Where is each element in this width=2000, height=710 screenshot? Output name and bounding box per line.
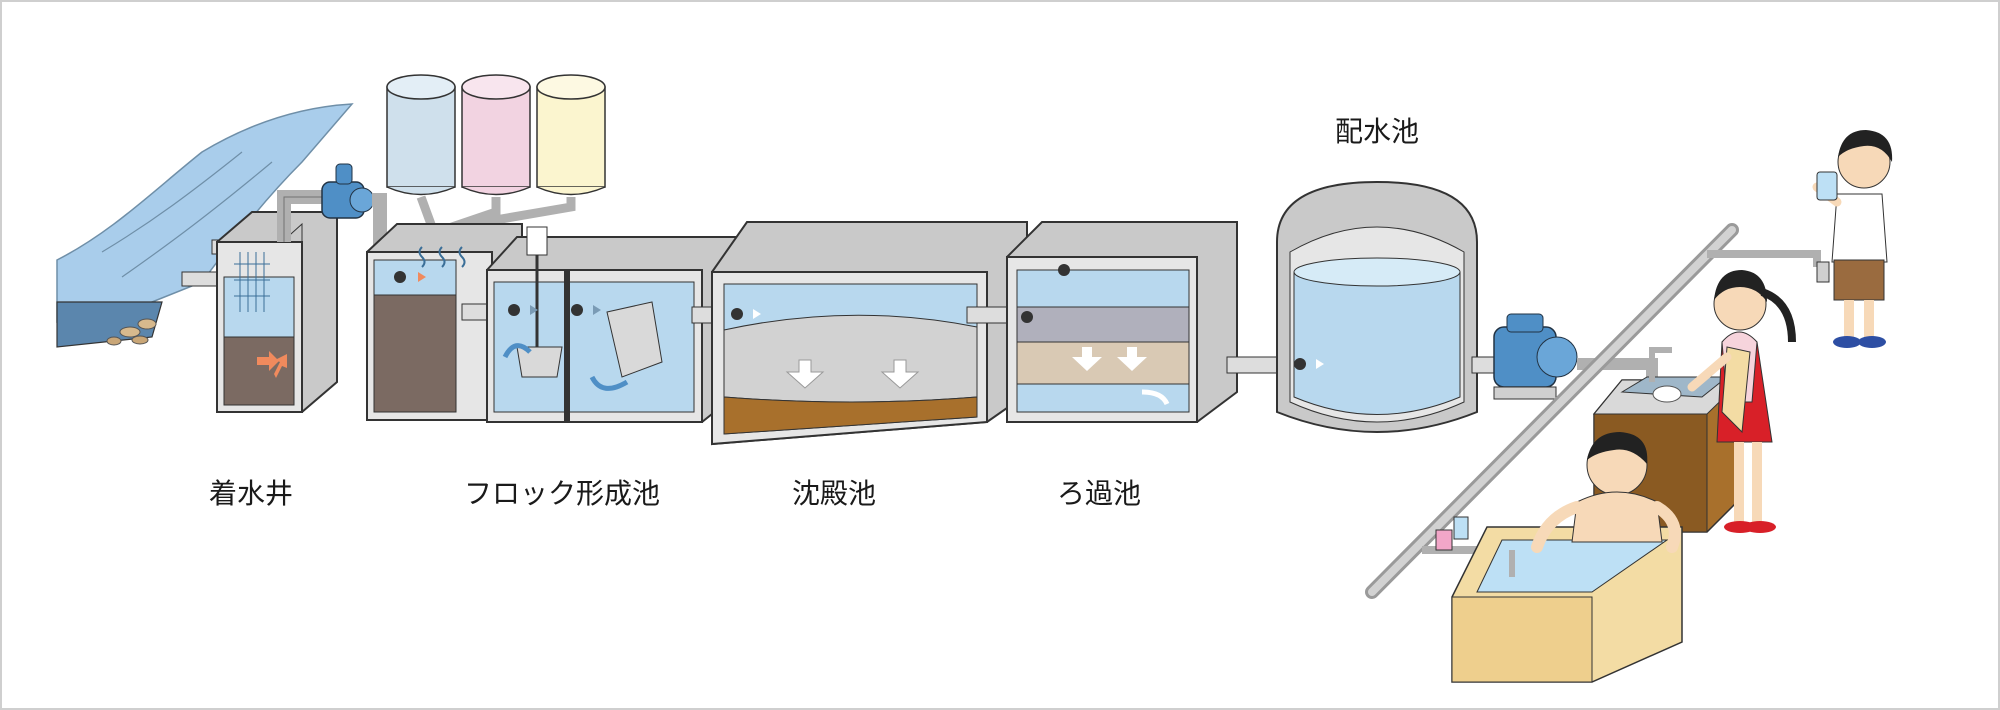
label-distribution-reservoir: 配水池 (1335, 115, 1420, 148)
label-receiving-well: 着水井 (209, 477, 294, 510)
sedimentation-tank-structure (711, 221, 1028, 446)
boy-drinking-water (1812, 130, 1893, 348)
label-filtration-tank: ろ過池 (1057, 477, 1142, 510)
bathtub-with-man (1435, 432, 1683, 683)
girl-washing-dishes (1687, 270, 1796, 533)
chemical-tanks (386, 74, 606, 247)
mixing-basin (366, 223, 523, 421)
floc-tank-structure (461, 226, 738, 423)
label-sedimentation-tank: 沈殿池 (792, 477, 877, 510)
label-floc-tank: フロック形成池 (464, 477, 661, 510)
filtration-tank-structure (1006, 221, 1238, 423)
distribution-reservoir-structure (1276, 180, 1478, 433)
pump-icon (321, 163, 375, 219)
receiving-well-structure (181, 211, 338, 413)
distribution-pump-icon (1493, 313, 1578, 400)
river (56, 103, 354, 348)
